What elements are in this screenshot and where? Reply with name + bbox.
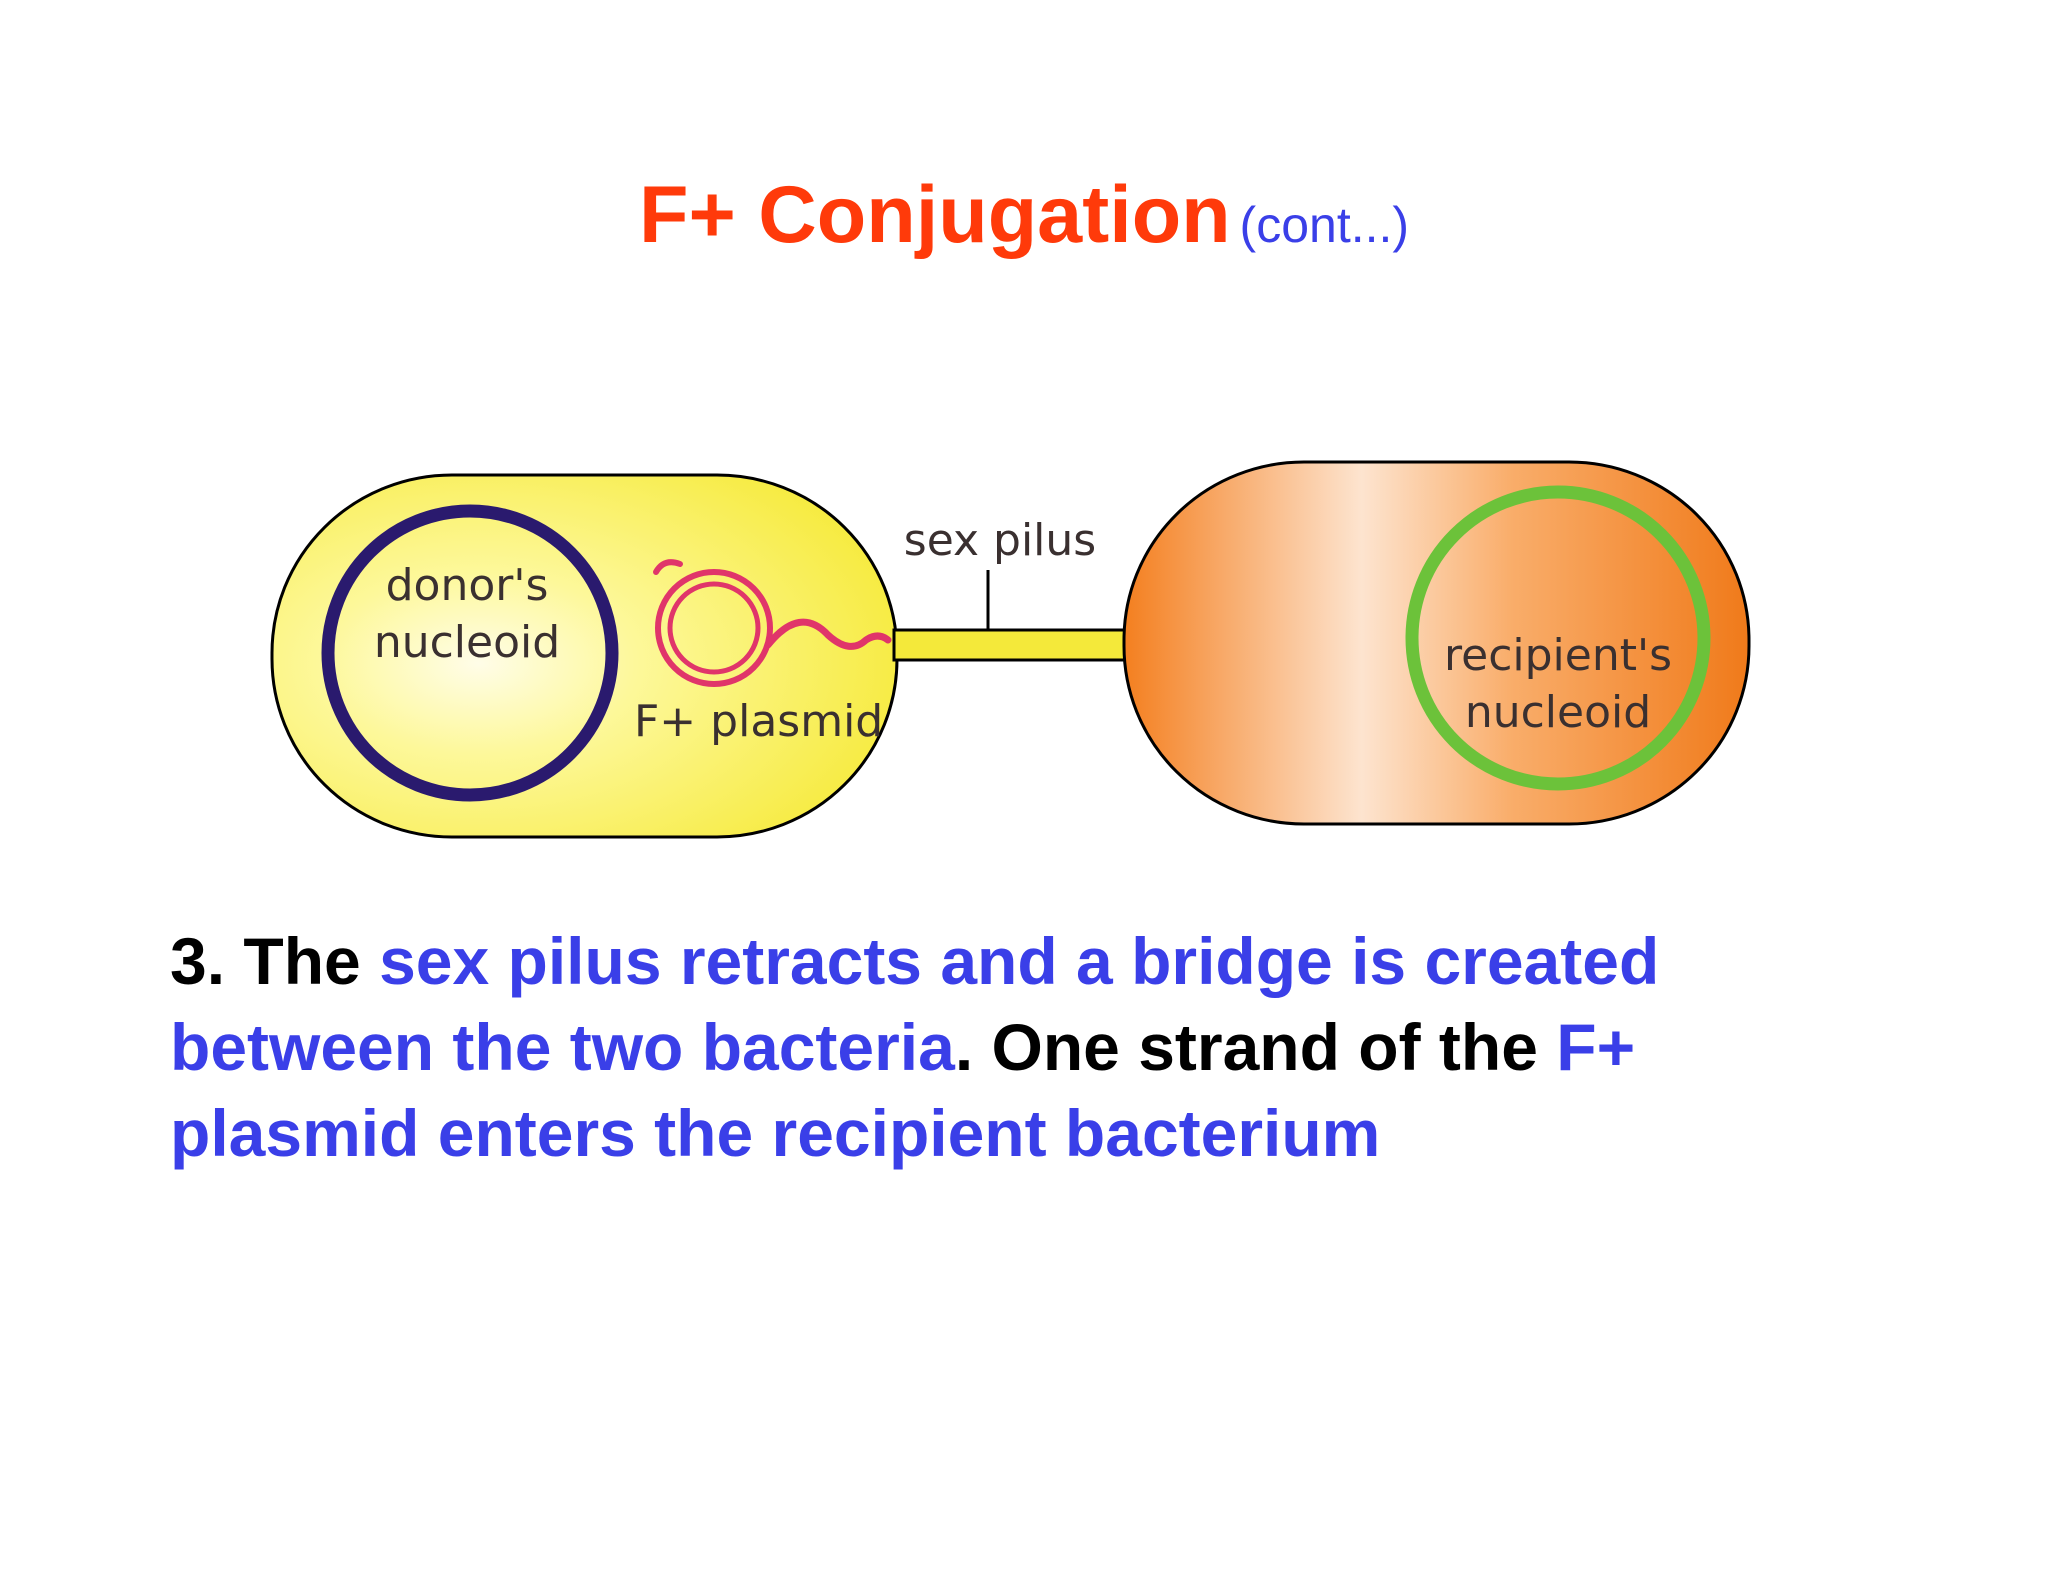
caption-pilus-retracts: sex pilus retracts and a bridge is creat… [170, 924, 1660, 1084]
conjugation-diagram: donor's nucleoid F+ plasmid sex pilus re… [260, 440, 1780, 860]
donor-nucleoid-label-2: nucleoid [374, 617, 560, 668]
title-main: F+ Conjugation [638, 170, 1231, 260]
recipient-nucleoid-label: recipient's [1444, 630, 1672, 681]
recipient-nucleoid-ring [1405, 485, 1711, 791]
plasmid-icon [653, 559, 892, 687]
conjugation-diagram-svg: donor's nucleoid F+ plasmid sex pilus re… [270, 460, 1751, 839]
donor-nucleoid-label: donor's [386, 560, 549, 611]
title-suffix: (cont...) [1239, 197, 1410, 253]
plasmid-label: F+ plasmid [634, 696, 883, 747]
caption-one-strand: . One strand of the [954, 1010, 1557, 1084]
slide-title: F+ Conjugation (cont...) [0, 175, 2048, 256]
recipient-nucleoid-label-2: nucleoid [1465, 687, 1651, 738]
donor-cell [270, 473, 899, 839]
sex-pilus-bridge [892, 628, 1132, 662]
caption-plasmid-enters: F+ plasmid enters the recipient bacteriu… [170, 1010, 1636, 1170]
sex-pilus-label: sex pilus [904, 515, 1096, 566]
recipient-cell [1122, 460, 1751, 826]
caption-step-prefix: 3. The [170, 924, 380, 998]
step-caption: 3. The sex pilus retracts and a bridge i… [170, 918, 1890, 1176]
donor-nucleoid-ring [321, 504, 619, 802]
